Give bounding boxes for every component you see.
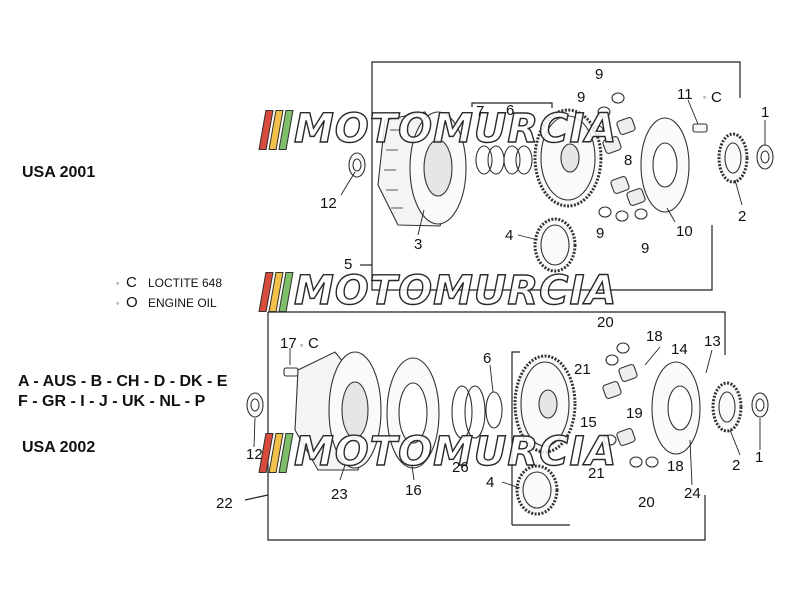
frame-2002 [268,311,726,355]
heading-usa-2002: USA 2002 [22,439,96,456]
oil-symbol: O [126,294,138,311]
callout-19: 19 [626,405,643,422]
callout-15: 15 [580,414,597,431]
washer-12-2002 [246,392,264,418]
callout-16: 16 [405,482,422,499]
callout-10: 10 [676,223,693,240]
callout-9: 9 [596,225,605,242]
caps-20 [603,342,659,468]
callout-17: 17 [280,335,297,352]
callout-2: 2 [738,208,747,225]
bolt-17 [283,367,299,377]
primary-gear-2002 [513,354,577,454]
pressure-plate-24 [651,361,701,455]
group-frames [244,61,741,541]
callout-21: 21 [588,465,605,482]
drop-icon: ◦ [703,92,707,102]
callout-4: 4 [505,227,514,244]
parts-2001 [348,92,774,273]
primary-gear [533,108,603,208]
callout-12: 12 [320,195,337,212]
clutch-housing-3 [377,111,467,227]
loctite-text: LOCTITE 648 [148,276,223,290]
leader-lines [253,99,766,489]
oil-text: ENGINE OIL [148,296,217,310]
callout-8: 8 [624,152,633,169]
loctite-symbol: C [126,274,137,291]
callout-9: 9 [595,66,604,83]
callout-1: 1 [755,449,764,466]
springs-8 [602,116,646,207]
callout-4: 4 [486,474,495,491]
heading-usa-2001: USA 2001 [22,164,96,181]
callout-17-loctite: C [308,335,319,352]
clutch-plate-16 [386,357,440,469]
heading-markets-line1: A - AUS - B - CH - D - DK - E [18,373,228,390]
bolt-11 [692,123,708,133]
drop-icon: ◦ [116,278,120,288]
callout-11: 11 [677,86,693,103]
watermark-text: MOTOMURCIA [293,105,618,152]
callout-20: 20 [597,314,614,331]
watermark-text: MOTOMURCIA [293,428,618,475]
callout-18: 18 [667,458,684,475]
callout-18: 18 [646,328,663,345]
callout-2: 2 [732,457,741,474]
legend: ◦ C LOCTITE 648 ◦ O ENGINE OIL [116,274,256,314]
discs-26 [451,385,486,439]
frame-2002-bottom [267,312,706,541]
callout-9: 9 [577,89,586,106]
callout-20: 20 [638,494,655,511]
caps-9 [592,92,648,222]
callout-1: 1 [761,104,770,121]
nut-2 [717,132,749,184]
clutch-housing-23 [294,351,382,471]
gear-4-2002 [515,464,559,516]
watermark-logo-bars [258,433,294,473]
callout-3: 3 [414,236,423,253]
callout-5: 5 [344,256,353,273]
callout-21: 21 [574,361,591,378]
pressure-plate-10 [640,117,690,213]
washer-1 [756,144,774,170]
callout-24: 24 [684,485,701,502]
callout-14: 14 [671,341,688,358]
clutch-discs-6 [503,145,533,175]
callout-9: 9 [641,240,650,257]
watermark-logo-bars [258,110,294,150]
disc-6-2002 [485,391,503,429]
parts-2002 [246,342,769,516]
callout-11-loctite: C [711,89,722,106]
callout-6: 6 [483,350,492,367]
watermark-text: MOTOMURCIA [293,267,618,314]
callout-6: 6 [506,102,515,119]
callout-22: 22 [216,495,233,512]
springs-19 [602,363,638,447]
drop-icon: ◦ [116,298,120,308]
frame-2001-bottom [371,225,713,291]
gear-4 [533,217,577,273]
washer-1-2002 [751,392,769,418]
callout-26: 26 [452,459,469,476]
callout-7: 7 [476,103,485,120]
frame-2001 [371,61,741,265]
heading-markets-line2: F - GR - I - J - UK - NL - P [18,393,206,410]
watermark-logo-bars [258,272,294,312]
callout-12: 12 [246,446,263,463]
callout-13: 13 [704,333,721,350]
drop-icon: ◦ [300,340,304,350]
nut-2-2002 [711,381,743,433]
callout-23: 23 [331,486,348,503]
